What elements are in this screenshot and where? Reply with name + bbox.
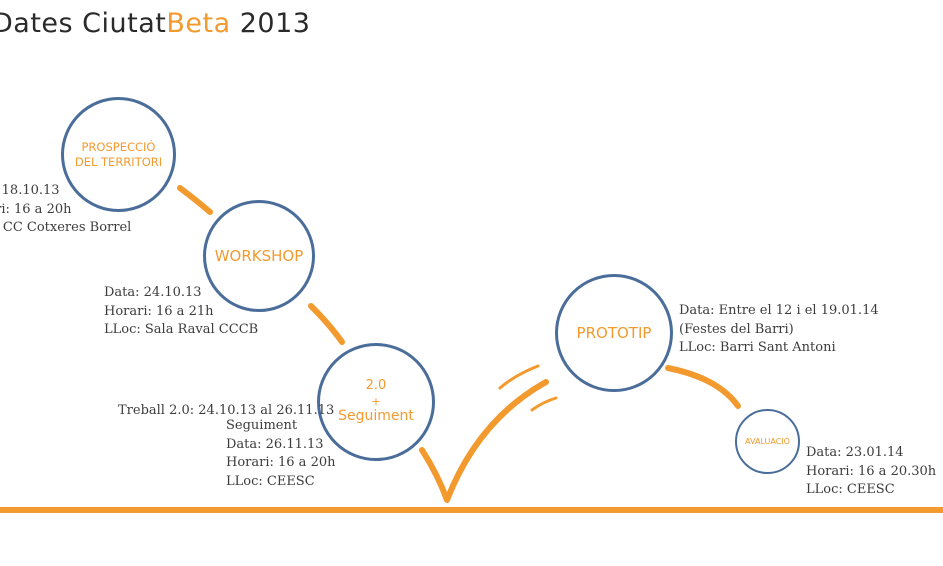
- node-avaluacio: AVALUACIÓ: [735, 409, 800, 474]
- connector-prospeccio-workshop: [177, 185, 213, 215]
- info-treball: Treball 2.0: 24.10.13 al 26.11.13: [118, 402, 334, 421]
- info-seguiment-heading: Seguiment: [226, 418, 298, 433]
- info-prospeccio-lloc: LLoc: CC Cotxeres Borrel: [0, 220, 132, 235]
- info-seguiment: Seguiment Data: 26.11.13 Horari: 16 a 20…: [226, 417, 335, 491]
- info-prototip-note: (Festes del Barri): [679, 321, 794, 337]
- info-avaluacio-lloc: LLoc: CEESC: [806, 482, 895, 497]
- info-avaluacio-data: Data: 23.01.14: [806, 445, 904, 460]
- info-seguiment-data: Data: 26.11.13: [226, 436, 324, 452]
- node-prototip-label: PROTOTIP: [576, 323, 652, 342]
- node-seguiment: 2.0+Seguiment: [317, 343, 435, 461]
- info-prototip-data: Data: Entre el 12 i el 19.01.14: [679, 303, 879, 318]
- node-seguiment-line1: 2.0: [365, 378, 387, 394]
- motion-mark-1: [498, 364, 540, 390]
- node-workshop-label: WORKSHOP: [214, 246, 304, 265]
- info-seguiment-horari: Horari: 16 a 20h: [226, 455, 336, 470]
- info-workshop-horari: Horari: 16 a 21h: [104, 303, 214, 319]
- connector-prototip-avaluacio: [665, 365, 741, 409]
- info-workshop: Data: 24.10.13 Horari: 16 a 21h LLoc: Sa…: [104, 284, 258, 340]
- node-seguiment-line2: +: [371, 394, 381, 408]
- info-treball-line: Treball 2.0: 24.10.13 al 26.11.13: [118, 403, 335, 418]
- info-prototip-lloc: LLoc: Barri Sant Antoni: [679, 340, 836, 355]
- node-prototip: PROTOTIP: [555, 274, 673, 392]
- info-prospeccio: Data: 18.10.13 Horari: 16 a 20h LLoc: CC…: [0, 182, 131, 238]
- node-prospeccio-line2: DEL TERRITORI: [74, 154, 163, 169]
- node-seguiment-line3: Seguiment: [338, 408, 414, 425]
- info-seguiment-lloc: LLoc: CEESC: [226, 473, 315, 489]
- info-workshop-lloc: LLoc: Sala Raval CCCB: [104, 322, 259, 337]
- motion-mark-2: [530, 396, 558, 412]
- info-avaluacio: Data: 23.01.14 Horari: 16 a 20.30h LLoc:…: [806, 444, 936, 500]
- connector-workshop-seguiment: [308, 303, 345, 345]
- node-prospeccio-line1: PROSPECCIÓ: [81, 140, 156, 155]
- node-avaluacio-label: AVALUACIÓ: [745, 436, 790, 446]
- info-prospeccio-data: Data: 18.10.13: [0, 183, 60, 198]
- bounce-arc: [419, 379, 549, 503]
- info-prospeccio-horari: Horari: 16 a 20h: [0, 201, 72, 217]
- info-avaluacio-horari: Horari: 16 a 20.30h: [806, 463, 937, 479]
- info-workshop-data: Data: 24.10.13: [104, 285, 202, 300]
- node-workshop: WORKSHOP: [203, 200, 315, 312]
- page-title: Dates CiutatBeta 2013: [0, 8, 311, 39]
- info-prototip: Data: Entre el 12 i el 19.01.14 (Festes …: [679, 302, 879, 358]
